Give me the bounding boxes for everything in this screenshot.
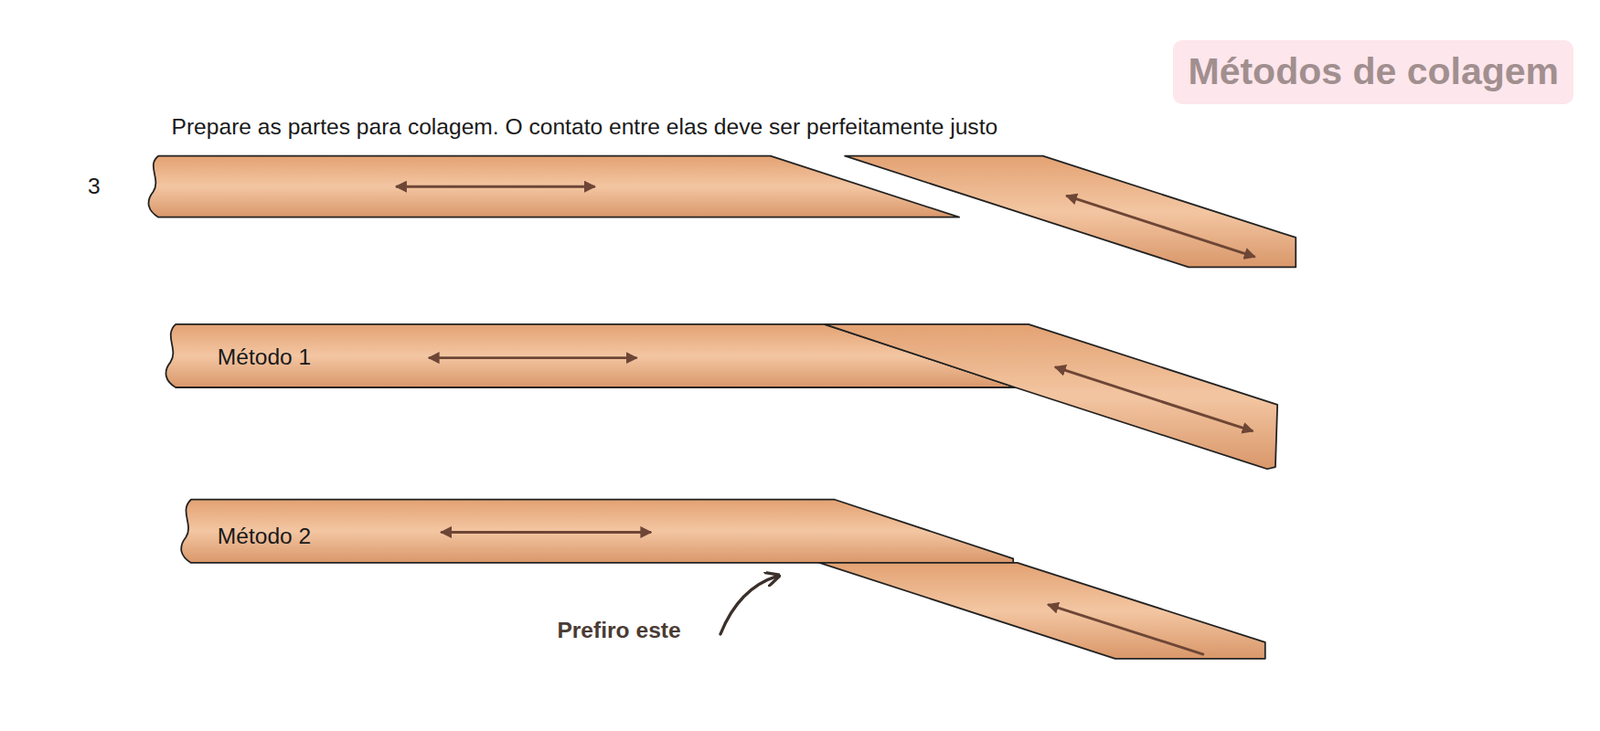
title-heading: Métodos de colagem [1173,40,1574,104]
grain-arrow [1047,605,1205,656]
instruction-text: Prepare as partes para colagem. O contat… [171,113,999,141]
grain-arrow [428,356,638,360]
wood-piece [149,156,960,218]
wood-piece [844,156,1296,268]
grain-arrow [1055,367,1253,432]
wood-piece [819,563,1266,660]
method-label: Método 1 [217,343,312,372]
grain-arrow [1066,195,1255,257]
wood-piece [824,324,1278,470]
wood-piece [181,500,1014,564]
grain-arrow [440,531,651,534]
grain-arrow [395,185,596,189]
callout-arrow [720,576,778,635]
step-number: 3 [87,172,101,201]
callout-note: Prefiro este [556,617,681,645]
method-label: Método 2 [217,522,312,551]
